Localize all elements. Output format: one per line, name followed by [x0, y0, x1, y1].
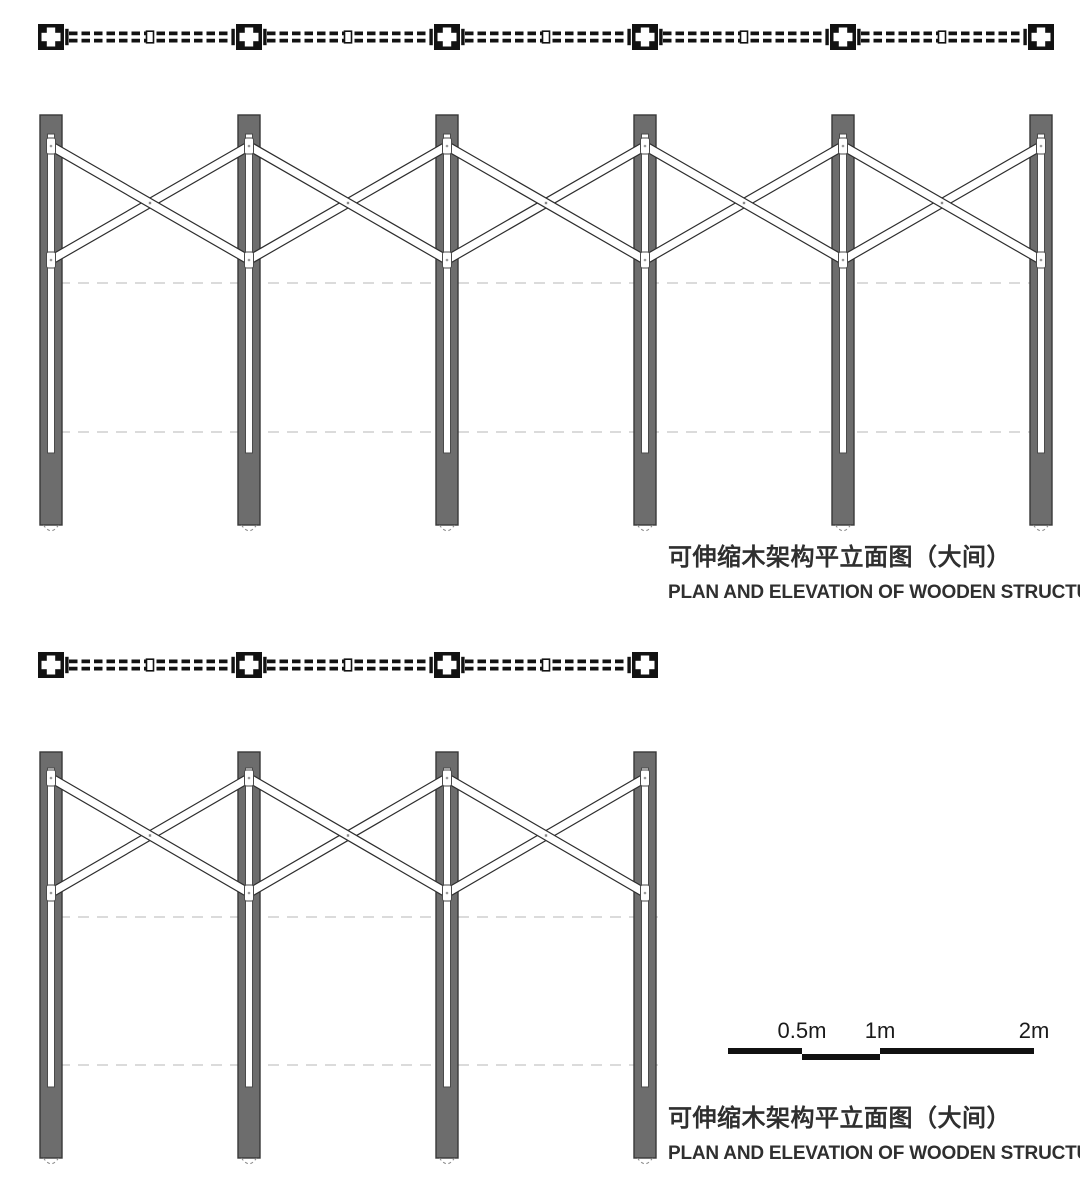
timber-post: [633, 751, 657, 1165]
figure-small: [38, 652, 658, 1165]
timber-post: [435, 114, 459, 532]
column-cross-marker: [434, 652, 460, 678]
scissor-brace-bay: [644, 140, 844, 266]
scale-label-05m: 0.5m: [777, 1018, 827, 1043]
elevation-small: [39, 751, 658, 1165]
caption-chinese: 可伸缩木架构平立面图（大间）: [668, 544, 1011, 571]
scissor-brace-bay: [446, 140, 646, 266]
column-cross-marker: [236, 652, 262, 678]
scissor-chain: [63, 26, 237, 48]
column-cross-marker: [38, 24, 64, 50]
scale-label-2m: 2m: [1018, 1018, 1050, 1043]
figure-large: [38, 24, 1054, 532]
plan-strip-large: [38, 24, 1054, 50]
scissor-chain: [63, 654, 237, 676]
timber-post: [39, 751, 63, 1165]
column-cross-marker: [38, 652, 64, 678]
timber-post: [39, 114, 63, 532]
caption-english: PLAN AND ELEVATION OF WOODEN STRUCTURE: [668, 582, 1080, 603]
column-cross-marker: [236, 24, 262, 50]
timber-post: [633, 114, 657, 532]
scissor-brace-bay: [50, 772, 250, 899]
scissor-brace-bay: [446, 772, 646, 899]
scale-label-1m: 1m: [864, 1018, 896, 1043]
scissor-chain: [855, 26, 1029, 48]
column-cross-marker: [632, 652, 658, 678]
scale-bar-segment: [802, 1054, 880, 1060]
scissor-chain: [459, 26, 633, 48]
scissor-chain: [657, 26, 831, 48]
scissor-chain: [261, 26, 435, 48]
caption-english: PLAN AND ELEVATION OF WOODEN STRUCTURE: [668, 1143, 1080, 1164]
timber-post: [1029, 114, 1053, 532]
timber-post: [237, 751, 261, 1165]
scale-bar: 0.5m 1m 2m: [728, 1018, 1049, 1064]
figure-caption-large: 可伸缩木架构平立面图（大间） PLAN AND ELEVATION OF WOO…: [668, 543, 1080, 604]
column-cross-marker: [830, 24, 856, 50]
column-cross-marker: [1028, 24, 1054, 50]
caption-chinese: 可伸缩木架构平立面图（大间）: [668, 1105, 1011, 1132]
scissor-brace-bay: [842, 140, 1042, 266]
scale-bar-segment: [880, 1048, 1034, 1054]
timber-post: [237, 114, 261, 532]
scissor-brace-bay: [248, 140, 448, 266]
scissor-brace-bay: [50, 140, 250, 266]
scissor-chain: [459, 654, 633, 676]
timber-post: [435, 751, 459, 1165]
scissor-brace-bay: [248, 772, 448, 899]
timber-post: [831, 114, 855, 532]
figure-caption-small: 可伸缩木架构平立面图（大间） PLAN AND ELEVATION OF WOO…: [668, 1104, 1080, 1165]
scissor-chain: [261, 654, 435, 676]
scale-bar-segment: [728, 1048, 802, 1054]
elevation-large: [39, 114, 1053, 532]
column-cross-marker: [632, 24, 658, 50]
column-cross-marker: [434, 24, 460, 50]
plan-strip-small: [38, 652, 658, 678]
